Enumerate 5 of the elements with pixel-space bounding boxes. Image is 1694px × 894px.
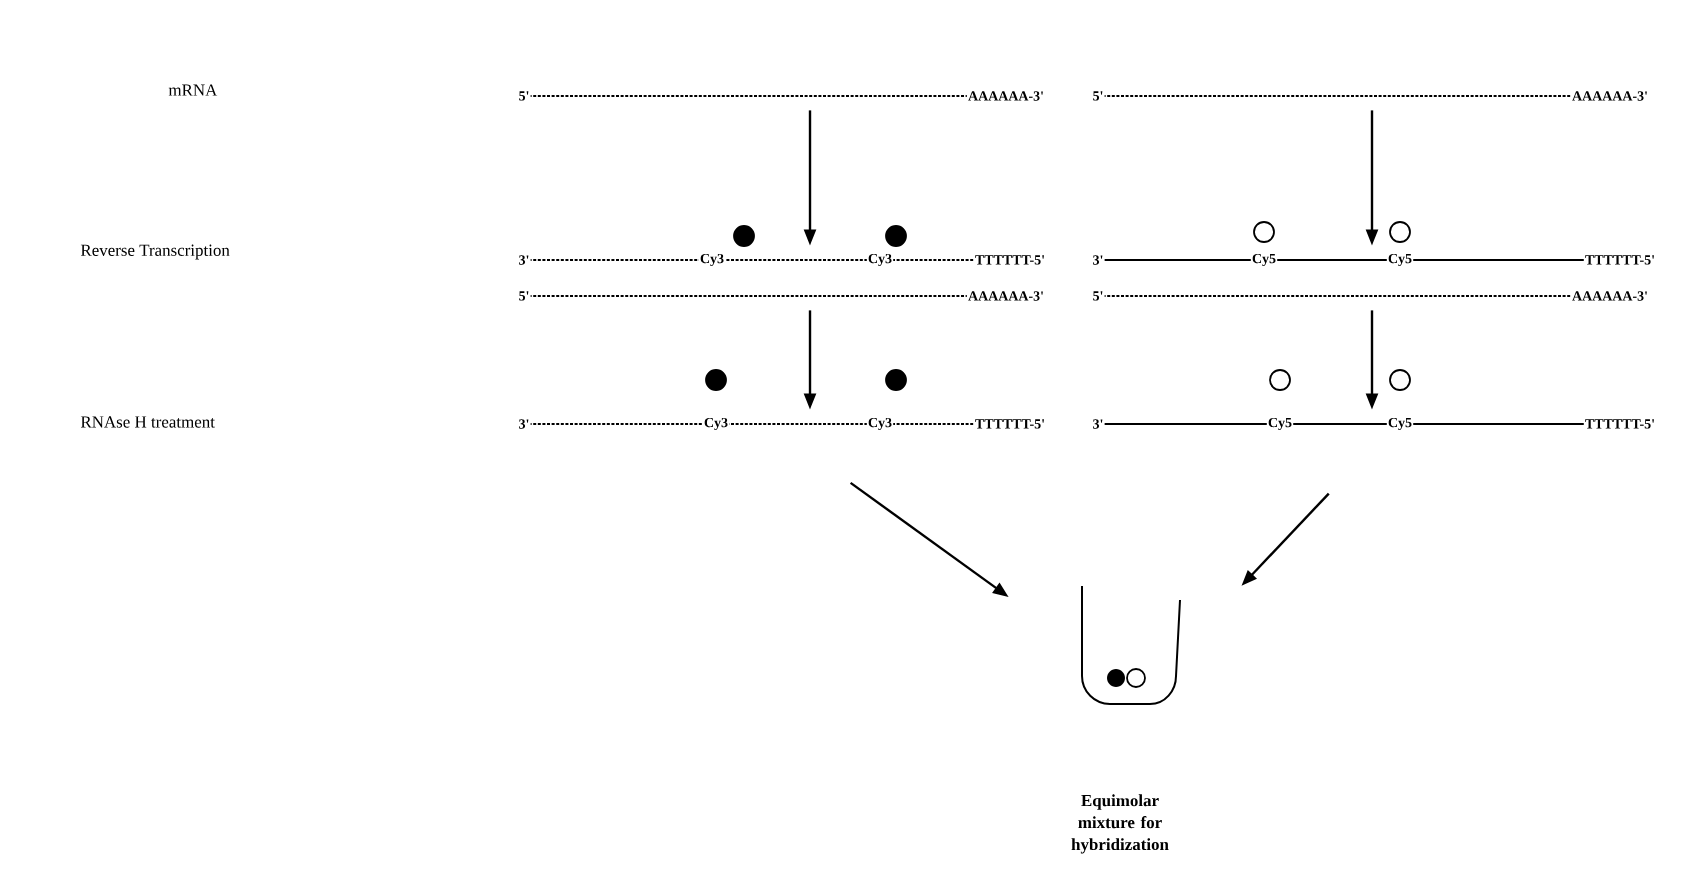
tube-drawing [1081, 585, 1181, 705]
step-label: RNAse H treatment [80, 416, 215, 428]
step-label: mRNA [168, 84, 218, 96]
step-label: Reverse Transcription [80, 244, 230, 260]
caption: Equimolar mixture for hybridization [1071, 794, 1169, 854]
